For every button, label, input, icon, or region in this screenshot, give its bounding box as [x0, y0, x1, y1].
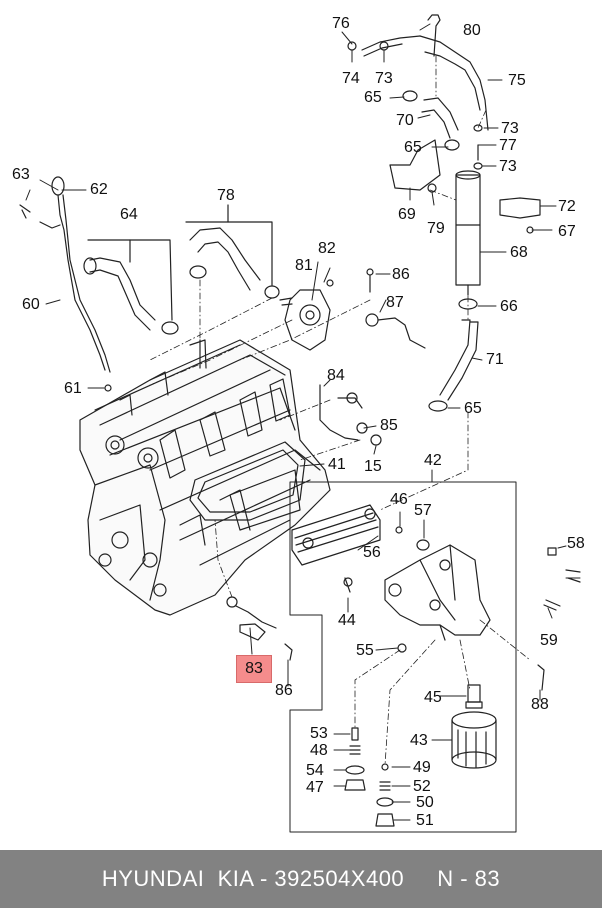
callout-63[interactable]: 63 [12, 166, 30, 183]
dipstick-assembly [19, 176, 112, 392]
callout-69[interactable]: 69 [398, 206, 416, 223]
callout-47[interactable]: 47 [306, 779, 324, 796]
footer-bar: HYUNDAI KIA - 392504X400 N - 83 [0, 850, 602, 908]
callout-76[interactable]: 76 [332, 15, 350, 32]
callout-75[interactable]: 75 [508, 72, 526, 89]
callout-53[interactable]: 53 [310, 725, 328, 742]
pump-81 [279, 279, 334, 351]
callout-54[interactable]: 54 [306, 762, 324, 779]
callout-48[interactable]: 48 [310, 742, 328, 759]
callout-86[interactable]: 86 [275, 682, 293, 699]
callout-57[interactable]: 57 [414, 502, 432, 519]
callout-84[interactable]: 84 [327, 367, 345, 384]
callout-82[interactable]: 82 [318, 240, 336, 257]
callout-80[interactable]: 80 [463, 22, 481, 39]
valve-cover-gasket [189, 441, 306, 531]
group-bracket-42 [289, 469, 517, 833]
callout-42[interactable]: 42 [424, 452, 442, 469]
callout-87[interactable]: 87 [386, 294, 404, 311]
part-number-caption: HYUNDAI KIA - 392504X400 N - 83 [101, 866, 501, 891]
hose-71 [428, 298, 479, 412]
callout-85[interactable]: 85 [380, 417, 398, 434]
oil-filter-43 [451, 711, 497, 769]
parts-diagram: 76 80 74 73 75 65 70 73 65 77 73 63 62 7… [12, 14, 585, 833]
sensor-84 [319, 384, 382, 446]
oil-filter-housing [343, 544, 491, 653]
callout-73[interactable]: 73 [501, 120, 519, 137]
callout-66[interactable]: 66 [500, 298, 518, 315]
callout-81[interactable]: 81 [295, 257, 313, 274]
callout-65[interactable]: 65 [464, 400, 482, 417]
callout-88[interactable]: 88 [531, 696, 549, 713]
callout-46[interactable]: 46 [390, 491, 408, 508]
callout-43[interactable]: 43 [410, 732, 428, 749]
callout-73[interactable]: 73 [499, 158, 517, 175]
callout-62[interactable]: 62 [90, 181, 108, 198]
callout-15[interactable]: 15 [364, 458, 382, 475]
callout-52[interactable]: 52 [413, 778, 431, 795]
sensor-87 [365, 268, 426, 349]
exploded-engine-drawing [19, 14, 581, 833]
o-ring-57 [416, 539, 430, 551]
hose-64 [83, 239, 179, 335]
tube-83 [226, 596, 293, 661]
callout-83-highlighted[interactable]: 83 [236, 655, 272, 683]
callout-74[interactable]: 74 [342, 70, 360, 87]
callout-61[interactable]: 61 [64, 380, 82, 397]
callout-65[interactable]: 65 [404, 139, 422, 156]
callout-79[interactable]: 79 [427, 220, 445, 237]
callout-68[interactable]: 68 [510, 244, 528, 261]
engine-block [79, 339, 331, 616]
bracket-72 [499, 197, 541, 234]
callout-73[interactable]: 73 [375, 70, 393, 87]
callout-58[interactable]: 58 [567, 535, 585, 552]
callout-49[interactable]: 49 [413, 759, 431, 776]
callout-86[interactable]: 86 [392, 266, 410, 283]
callout-59[interactable]: 59 [540, 632, 558, 649]
leader-lines [25, 23, 581, 821]
callout-67[interactable]: 67 [558, 223, 576, 240]
hose-78 [185, 204, 280, 299]
callout-56[interactable]: 56 [363, 544, 381, 561]
callout-41[interactable]: 41 [328, 456, 346, 473]
callout-50[interactable]: 50 [416, 794, 434, 811]
callout-71[interactable]: 71 [486, 351, 504, 368]
relief-valve-stack-left [344, 727, 366, 791]
oil-cooler-56 [291, 504, 381, 566]
callout-45[interactable]: 45 [424, 689, 442, 706]
callout-60[interactable]: 60 [22, 296, 40, 313]
callout-55[interactable]: 55 [356, 642, 374, 659]
bolts [537, 547, 581, 691]
callout-77[interactable]: 77 [499, 137, 517, 154]
callout-65[interactable]: 65 [364, 89, 382, 106]
upper-hoses [347, 14, 489, 131]
callout-51[interactable]: 51 [416, 812, 434, 829]
fitting-45 [465, 684, 483, 709]
center-lines [149, 55, 531, 766]
callout-64[interactable]: 64 [120, 206, 138, 223]
o-ring-46 [395, 526, 403, 534]
separator-68 [455, 170, 481, 296]
relief-valve-stack-right [375, 763, 395, 827]
hose-70 [402, 90, 483, 170]
callout-44[interactable]: 44 [338, 612, 356, 629]
callout-70[interactable]: 70 [396, 112, 414, 129]
callout-72[interactable]: 72 [558, 198, 576, 215]
callout-78[interactable]: 78 [217, 187, 235, 204]
